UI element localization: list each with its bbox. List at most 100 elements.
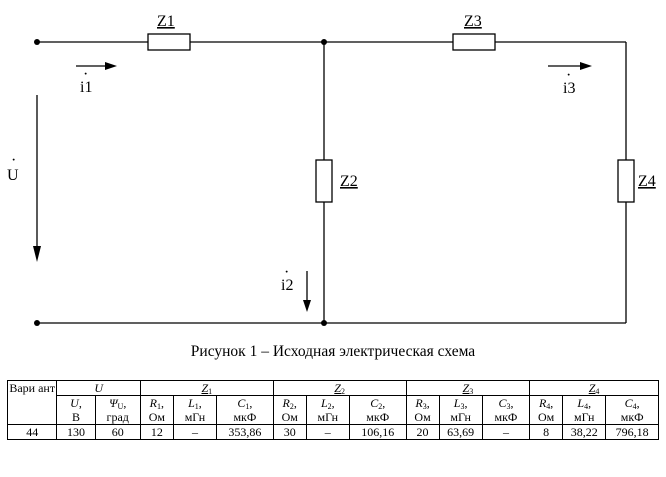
value-cell: 30 <box>272 424 307 440</box>
value-cell: – <box>481 424 531 440</box>
current-arrow-i3-head <box>580 62 592 70</box>
column-symbol: R <box>415 396 423 411</box>
cell-variant: 44 <box>6 424 58 440</box>
circuit-diagram: Z1 Z3 Z2 Z4 · i1 · i3 · i2 · U <box>7 13 656 326</box>
column-symbol: Ψ <box>109 396 118 411</box>
column-header: U,В <box>56 395 96 425</box>
impedance-z3 <box>452 33 496 51</box>
column-header: L2,мГн <box>305 395 350 425</box>
group-sub: 4 <box>595 387 600 396</box>
header-group-z4: Z4 <box>529 380 659 396</box>
header-group-z3: Z3 <box>405 380 531 396</box>
table-header-groups: Вари ант U Z1 Z2 Z3 Z4 <box>6 380 659 425</box>
group-sub: 2 <box>340 387 345 396</box>
column-unit: Ом <box>148 410 165 424</box>
value-cell: 130 <box>56 424 96 440</box>
value-cell: 8 <box>529 424 564 440</box>
column-unit: Ом <box>281 410 298 424</box>
value-cell: – <box>305 424 350 440</box>
column-unit: Ом <box>414 410 431 424</box>
column-header: L3,мГн <box>438 395 483 425</box>
label-i1: i1 <box>80 79 92 96</box>
column-header: ΨU,град <box>94 395 141 425</box>
column-unit: мкФ <box>233 410 257 424</box>
column-symbol: L <box>188 396 195 411</box>
column-header: R2,Ом <box>272 395 307 425</box>
figure-caption: Рисунок 1 – Исходная электрическая схема <box>190 343 476 360</box>
column-subscript: 2 <box>289 402 294 411</box>
label-i2: i2 <box>281 277 293 294</box>
column-unit: мкФ <box>620 410 644 424</box>
value-cell: 12 <box>139 424 174 440</box>
impedance-z2 <box>315 159 333 203</box>
column-symbol: R <box>282 396 290 411</box>
column-unit: мкФ <box>494 410 518 424</box>
column-unit: мГн <box>184 410 206 424</box>
column-header: R4,Ом <box>529 395 564 425</box>
label-z4: Z4 <box>638 173 656 190</box>
value-cell: 63,69 <box>438 424 483 440</box>
header-variant: Вари ант <box>6 380 58 425</box>
column-symbol: L <box>320 396 328 411</box>
value-cell: 796,18 <box>605 424 659 440</box>
column-subscript: 1 <box>194 402 199 411</box>
column-unit: град <box>106 410 129 424</box>
column-subscript: 4 <box>546 402 551 411</box>
column-unit: Ом <box>537 410 555 424</box>
column-subscript: 3 <box>422 402 427 411</box>
column-subscript: U <box>117 402 124 411</box>
column-subscript: 2 <box>378 402 383 411</box>
column-subscript: 4 <box>584 402 589 411</box>
column-unit: мГн <box>573 410 595 424</box>
column-symbol: C <box>237 396 246 411</box>
impedance-z4 <box>617 159 635 203</box>
header-group-z2: Z2 <box>272 380 407 396</box>
column-subscript: 4 <box>632 402 637 411</box>
column-header: C1,мкФ <box>216 395 274 425</box>
terminal-top <box>34 39 40 45</box>
column-subscript: 3 <box>460 402 465 411</box>
column-symbol: L <box>577 396 585 411</box>
column-unit: мГн <box>450 410 471 424</box>
current-arrow-i1-head <box>105 62 117 70</box>
column-symbol: L <box>453 396 461 411</box>
dot-u: · <box>11 152 16 169</box>
value-cell: 38,22 <box>562 424 607 440</box>
value-cell: 20 <box>405 424 440 440</box>
group-symbol: Z <box>588 381 596 395</box>
terminal-bottom <box>34 320 40 326</box>
label-z3: Z3 <box>464 13 482 30</box>
group-sub: 3 <box>469 387 474 396</box>
column-header: R1,Ом <box>139 395 174 425</box>
junction-bottom <box>321 320 327 326</box>
group-symbol: Z <box>334 381 341 395</box>
column-symbol: R <box>149 396 158 411</box>
dot-i1: · <box>83 66 88 83</box>
column-subscript: 2 <box>327 402 332 411</box>
group-symbol: Z <box>201 381 209 395</box>
column-symbol: R <box>538 396 547 411</box>
junction-top <box>321 39 327 45</box>
column-header: L4,мГн <box>562 395 607 425</box>
column-header: C2,мкФ <box>348 395 407 425</box>
column-header: L1,мГн <box>172 395 218 425</box>
column-symbol: U <box>70 396 79 411</box>
column-unit: мкФ <box>366 410 390 424</box>
value-cell: 60 <box>94 424 141 440</box>
header-group-u: U <box>56 380 141 396</box>
voltage-arrow-head <box>33 246 41 262</box>
impedance-z1 <box>147 33 191 51</box>
dot-i2: · <box>284 264 289 281</box>
group-symbol: U <box>94 381 103 395</box>
header-group-z1: Z1 <box>139 380 274 396</box>
column-unit: мГн <box>317 410 339 424</box>
column-subscript: 1 <box>245 402 250 411</box>
column-subscript: 1 <box>157 402 162 411</box>
current-arrow-i2-head <box>303 300 311 312</box>
label-u: U <box>7 167 19 184</box>
column-subscript: 3 <box>506 402 511 411</box>
column-symbol: C <box>370 396 379 411</box>
